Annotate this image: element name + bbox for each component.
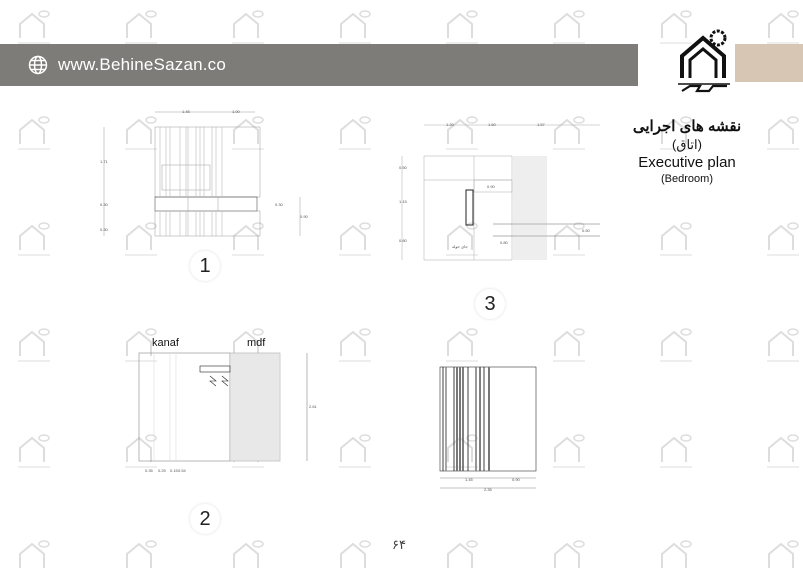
- label-mdf: mdf: [247, 337, 266, 349]
- dim-label: 0.90: [512, 477, 521, 482]
- accent-block: [735, 44, 803, 82]
- dim-label: 0.15: [170, 468, 179, 473]
- globe-icon: [28, 55, 48, 75]
- drawing-3: [401, 124, 600, 261]
- dim-label: 0.30: [100, 227, 109, 232]
- plan-title: نقشه های اجرایی (اتاق) Executive plan (B…: [612, 118, 762, 186]
- drawing-number-3: 3: [475, 289, 505, 319]
- subtitle-english: (Bedroom): [661, 173, 713, 185]
- dim-label: 1.71: [100, 159, 109, 164]
- towel-note: جای حوله: [452, 244, 468, 249]
- dim-label: 0.50: [582, 228, 591, 233]
- drawing-1: [103, 111, 301, 237]
- page-number: ۶۴: [392, 537, 406, 552]
- dim-label: 0.90: [300, 214, 309, 219]
- drawing-number-1: 1: [190, 251, 220, 281]
- dim-label: 0.30: [275, 202, 284, 207]
- dim-label: 1.15: [399, 199, 408, 204]
- title-persian: نقشه های اجرایی: [632, 118, 742, 135]
- dim-label: 0.90: [487, 184, 496, 189]
- dim-label: 0.30: [100, 202, 109, 207]
- dim-label: 1.20: [446, 122, 455, 127]
- dim-label: 0.80: [399, 238, 408, 243]
- drawing-number-2: 2: [190, 504, 220, 534]
- dim-label: 1.57: [537, 122, 546, 127]
- dim-label: 2.35: [484, 487, 493, 492]
- dim-label: 0.54: [178, 468, 187, 473]
- dim-label: 1.45: [182, 109, 191, 114]
- label-kanaf: kanaf: [152, 337, 179, 349]
- dim-label: 0.50: [399, 165, 408, 170]
- dim-label: 2.61: [309, 404, 318, 409]
- dim-label: 1.60: [488, 122, 497, 127]
- website-url[interactable]: www.BehineSazan.co: [58, 55, 227, 74]
- drawing-2: [138, 352, 308, 462]
- dim-label: 1.00: [232, 109, 241, 114]
- dim-label: 0.35: [145, 468, 154, 473]
- title-english: Executive plan: [638, 154, 736, 171]
- dim-label: 1.45: [465, 477, 474, 482]
- subtitle-persian: (اتاق): [672, 137, 702, 152]
- dim-label: 0.25: [158, 468, 167, 473]
- dim-label: 0.80: [500, 240, 509, 245]
- company-logo: [678, 29, 730, 93]
- header-bar: www.BehineSazan.co: [0, 44, 638, 86]
